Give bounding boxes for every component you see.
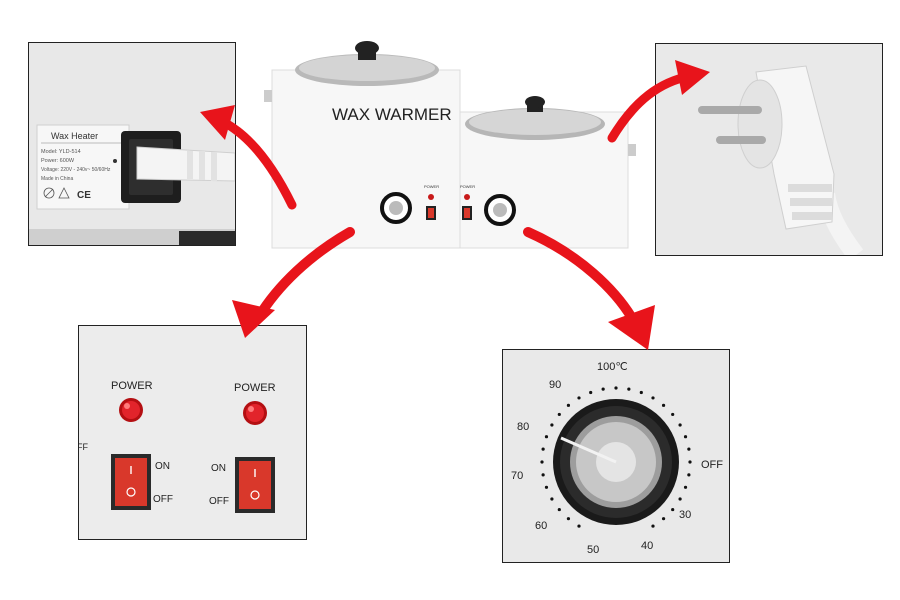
dial-dot	[540, 460, 544, 464]
rating-label-panel: Wax Heater Model: YLD-514 Power: 600W Vo…	[28, 42, 236, 246]
dial-dot	[541, 447, 545, 451]
right-power-mini-label: POWER	[460, 184, 475, 189]
wax-warmer-product: WAX WARMER POWER POWER	[262, 40, 642, 255]
left-off-label: OFF	[153, 494, 173, 505]
european-plug-icon	[698, 65, 864, 255]
dial-dot	[688, 460, 692, 464]
dial-dot	[550, 423, 554, 427]
dial-tick-90: 90	[549, 379, 561, 391]
left-power-label: POWER	[111, 380, 153, 392]
dial-dot	[661, 403, 666, 407]
right-off-label: OFF	[209, 496, 229, 507]
right-on-label: ON	[211, 463, 226, 474]
dial-dot	[683, 485, 688, 489]
dial-dot	[544, 435, 549, 439]
dial-dot	[639, 390, 643, 395]
right-power-indicator	[243, 401, 267, 425]
dial-dot	[671, 412, 675, 417]
dial-dot	[566, 403, 571, 407]
power-plug-connector	[136, 146, 235, 182]
edge-label: FF	[79, 442, 88, 452]
left-power-mini-label: POWER	[424, 184, 439, 189]
plug-panel	[655, 43, 883, 256]
dial-dot	[687, 473, 691, 477]
dial-dot	[627, 387, 631, 391]
dial-dot	[687, 447, 691, 451]
temperature-dial-panel: OFF 100℃ 90 80 70 60 50 40 30	[502, 349, 730, 563]
dial-dot	[678, 423, 682, 427]
right-temperature-knob	[484, 194, 516, 226]
dial-tick-30: 30	[679, 509, 691, 521]
sticker-voltage: Voltage: 220V - 240v~ 50/60Hz	[41, 167, 111, 173]
left-indicator-light	[428, 194, 434, 200]
sticker-heading: Wax Heater	[51, 131, 98, 141]
dial-dot	[550, 497, 554, 501]
warning-triangle-icon	[58, 187, 70, 199]
dial-dot	[544, 485, 549, 489]
product-title: WAX WARMER	[332, 105, 452, 124]
large-pot-lid	[295, 41, 439, 86]
dial-dot	[566, 517, 571, 521]
left-rocker-switch[interactable]	[111, 454, 151, 510]
small-pot-lid	[465, 96, 605, 140]
ce-mark: CE	[77, 190, 91, 201]
dial-tick-100: 100℃	[597, 361, 628, 373]
dial-tick-dots	[540, 386, 692, 528]
left-power-indicator	[119, 398, 143, 422]
sticker-model: Model: YLD-514	[41, 149, 81, 155]
dial-dot	[577, 396, 581, 400]
dial-tick-40: 40	[641, 540, 653, 552]
dial-dot	[678, 497, 682, 501]
dial-dot	[557, 507, 561, 512]
dial-dot	[651, 396, 655, 400]
sticker-origin: Made in China	[41, 176, 73, 182]
power-switch-panel: POWER POWER FF ON OFF ON OFF	[78, 325, 307, 540]
right-power-label: POWER	[234, 382, 276, 394]
dial-tick-50: 50	[587, 544, 599, 556]
dial-off-label: OFF	[701, 459, 723, 471]
dial-dot	[557, 412, 561, 417]
left-temperature-knob	[380, 192, 412, 224]
rating-sticker: Wax Heater Model: YLD-514 Power: 600W Vo…	[36, 124, 130, 210]
dial-tick-60: 60	[535, 520, 547, 532]
dial-dot	[601, 387, 605, 391]
recycle-bin-icon	[43, 187, 55, 199]
dial-dot	[541, 473, 545, 477]
right-rocker-switch[interactable]	[235, 457, 275, 513]
dial-dot	[651, 524, 655, 528]
dial-dot	[661, 517, 666, 521]
dial-dot	[683, 435, 688, 439]
dial-tick-70: 70	[511, 470, 523, 482]
temperature-knob[interactable]	[553, 399, 679, 525]
right-indicator-light	[464, 194, 470, 200]
dial-dot	[577, 524, 581, 528]
dial-tick-80: 80	[517, 421, 529, 433]
sticker-power: Power: 600W	[41, 158, 75, 164]
dial-dot	[671, 507, 675, 512]
dial-dot	[614, 386, 618, 390]
dial-dot	[589, 390, 593, 395]
left-on-label: ON	[155, 461, 170, 472]
